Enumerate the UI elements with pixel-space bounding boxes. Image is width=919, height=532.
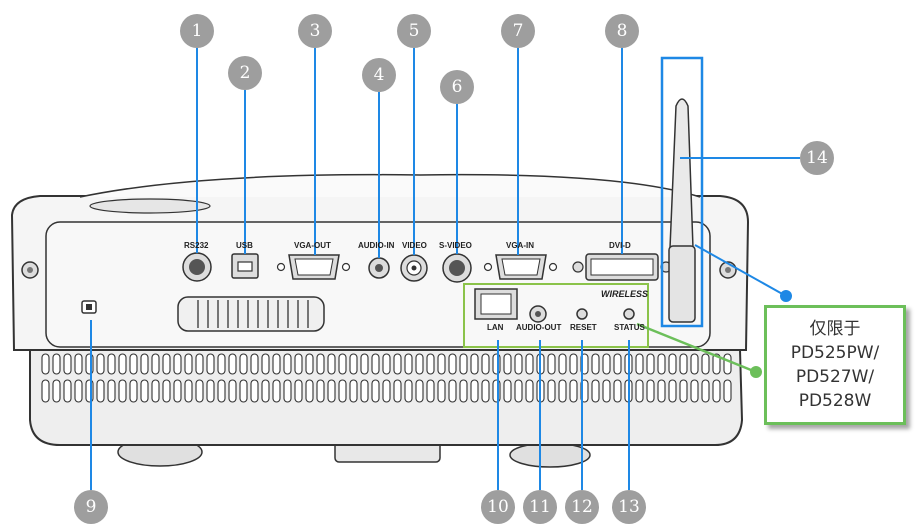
status-led xyxy=(623,308,635,320)
s-video-label: S-VIDEO xyxy=(439,241,472,250)
callout-14: 14 xyxy=(800,141,834,175)
callout-7: 7 xyxy=(501,14,535,48)
video-label: VIDEO xyxy=(402,241,427,250)
callout-13: 13 xyxy=(612,490,646,524)
audio-in-label: AUDIO-IN xyxy=(358,241,395,250)
antenna xyxy=(669,98,694,249)
note-line-3: PD527W/ xyxy=(795,367,875,387)
wireless-title: WIRELESS xyxy=(601,289,649,299)
vent-row-1 xyxy=(41,353,732,375)
audio-out-label: AUDIO-OUT xyxy=(516,323,562,332)
callout-1: 1 xyxy=(180,14,214,48)
right-foot xyxy=(509,442,591,468)
model-note: 仅限于 PD525PW/ PD527W/ PD528W xyxy=(764,305,906,425)
callout-4: 4 xyxy=(362,58,396,92)
callout-11: 11 xyxy=(523,490,557,524)
callout-12: 12 xyxy=(565,490,599,524)
speaker-grille xyxy=(177,296,325,332)
status-label: STATUS xyxy=(614,323,645,332)
callout-9: 9 xyxy=(74,490,108,524)
focus-ring xyxy=(89,198,211,214)
vga-in-label: VGA-IN xyxy=(506,241,534,250)
wireless-module-box xyxy=(463,283,649,348)
reset-label: RESET xyxy=(570,323,597,332)
antenna-highlight-box xyxy=(660,56,704,328)
callout-5: 5 xyxy=(397,14,431,48)
callout-10: 10 xyxy=(481,490,515,524)
callout-6: 6 xyxy=(440,70,474,104)
lan-label: LAN xyxy=(487,323,504,332)
note-line-2: PD525PW/ xyxy=(790,343,880,363)
note-line-1: 仅限于 xyxy=(809,319,861,339)
rs232-label: RS232 xyxy=(184,241,209,250)
vent-row-2 xyxy=(41,379,732,403)
vga-out-label: VGA-OUT xyxy=(294,241,331,250)
dvi-d-label: DVI-D xyxy=(609,241,631,250)
note-line-4: PD528W xyxy=(798,391,872,411)
callout-3: 3 xyxy=(298,14,332,48)
usb-label: USB xyxy=(236,241,253,250)
callout-8: 8 xyxy=(605,14,639,48)
callout-2: 2 xyxy=(228,56,262,90)
reset-button xyxy=(576,308,588,320)
top-bevel xyxy=(79,173,701,198)
